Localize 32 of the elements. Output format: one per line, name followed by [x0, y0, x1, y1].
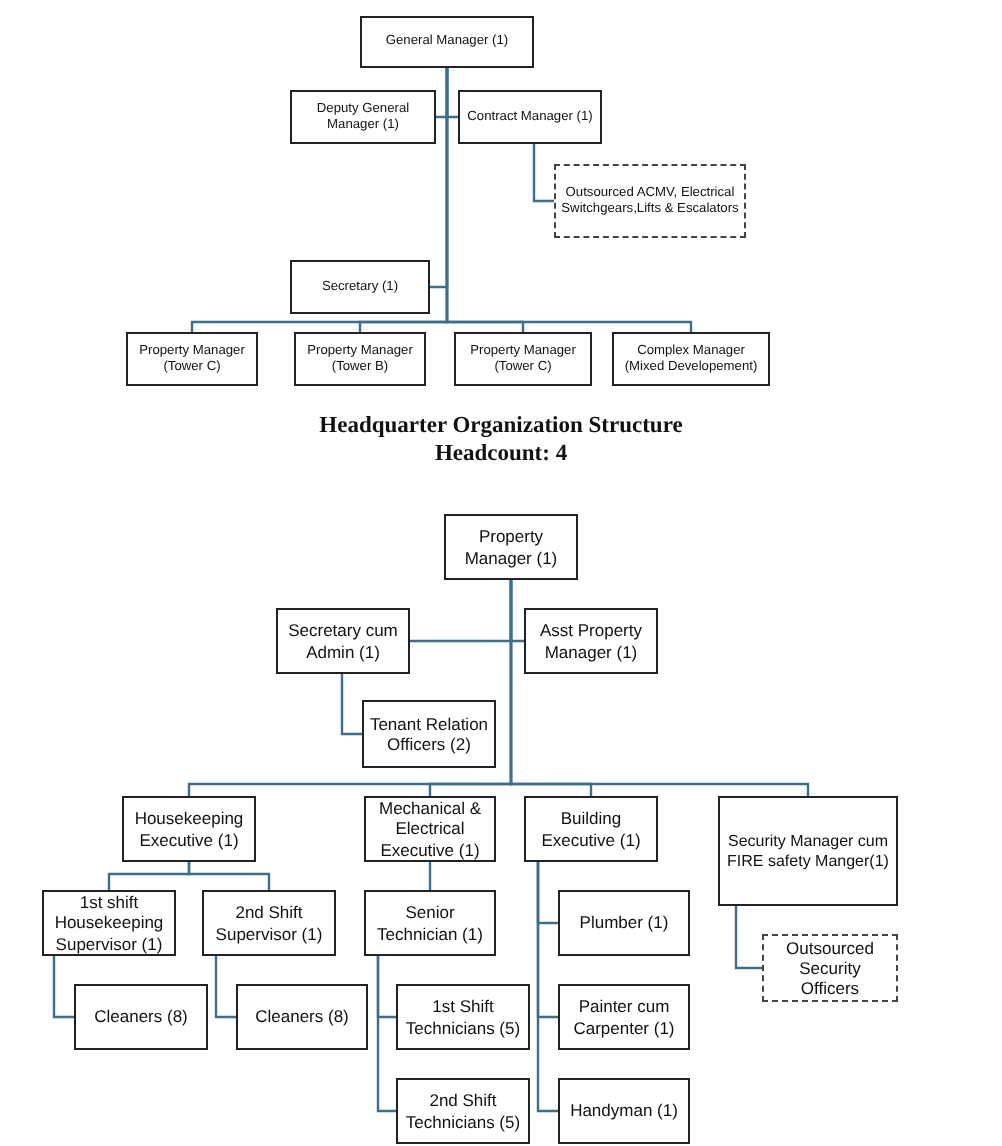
role-box: Cleaners (8) [236, 984, 368, 1050]
role-box: 1st shift Housekeeping Supervisor (1) [42, 890, 176, 956]
chart-heading: Headquarter Organization Structure [319, 414, 683, 438]
role-box: Asst Property Manager (1) [524, 608, 658, 674]
role-box: 2nd Shift Supervisor (1) [202, 890, 336, 956]
connector-line [532, 144, 554, 203]
role-box: 1st Shift Technicians (5) [396, 984, 530, 1050]
role-box: Building Executive (1) [524, 796, 658, 862]
role-box: Cleaners (8) [74, 984, 208, 1050]
headcount-text: Headcount: 4 [434, 442, 568, 466]
role-box: Security Manager cum FIRE safety Manger(1) [718, 796, 898, 906]
connector-line [187, 862, 271, 890]
connector-line [214, 956, 236, 1019]
connector-line [509, 580, 810, 796]
connector-line [52, 956, 74, 1019]
role-box: Plumber (1) [558, 890, 690, 956]
connector-line [376, 956, 396, 1113]
role-box: Handyman (1) [558, 1078, 690, 1144]
connector-line [340, 674, 362, 736]
role-box: Painter cum Carpenter (1) [558, 984, 690, 1050]
role-box: Mechanical & Electrical Executive (1) [364, 796, 496, 862]
role-box: 2nd Shift Technicians (5) [396, 1078, 530, 1144]
role-box: Housekeeping Executive (1) [122, 796, 256, 862]
connector-line [734, 906, 762, 970]
role-box: Property Manager (1) [444, 514, 578, 580]
connector-line [445, 68, 693, 332]
role-box: Tenant Relation Officers (2) [362, 700, 496, 768]
role-box: Secretary cum Admin (1) [276, 608, 410, 674]
connector-line [428, 862, 432, 890]
outsourced-box: Outsourced Security Officers [762, 934, 898, 1002]
role-box: Senior Technician (1) [364, 890, 496, 956]
connector-line [536, 862, 558, 1113]
